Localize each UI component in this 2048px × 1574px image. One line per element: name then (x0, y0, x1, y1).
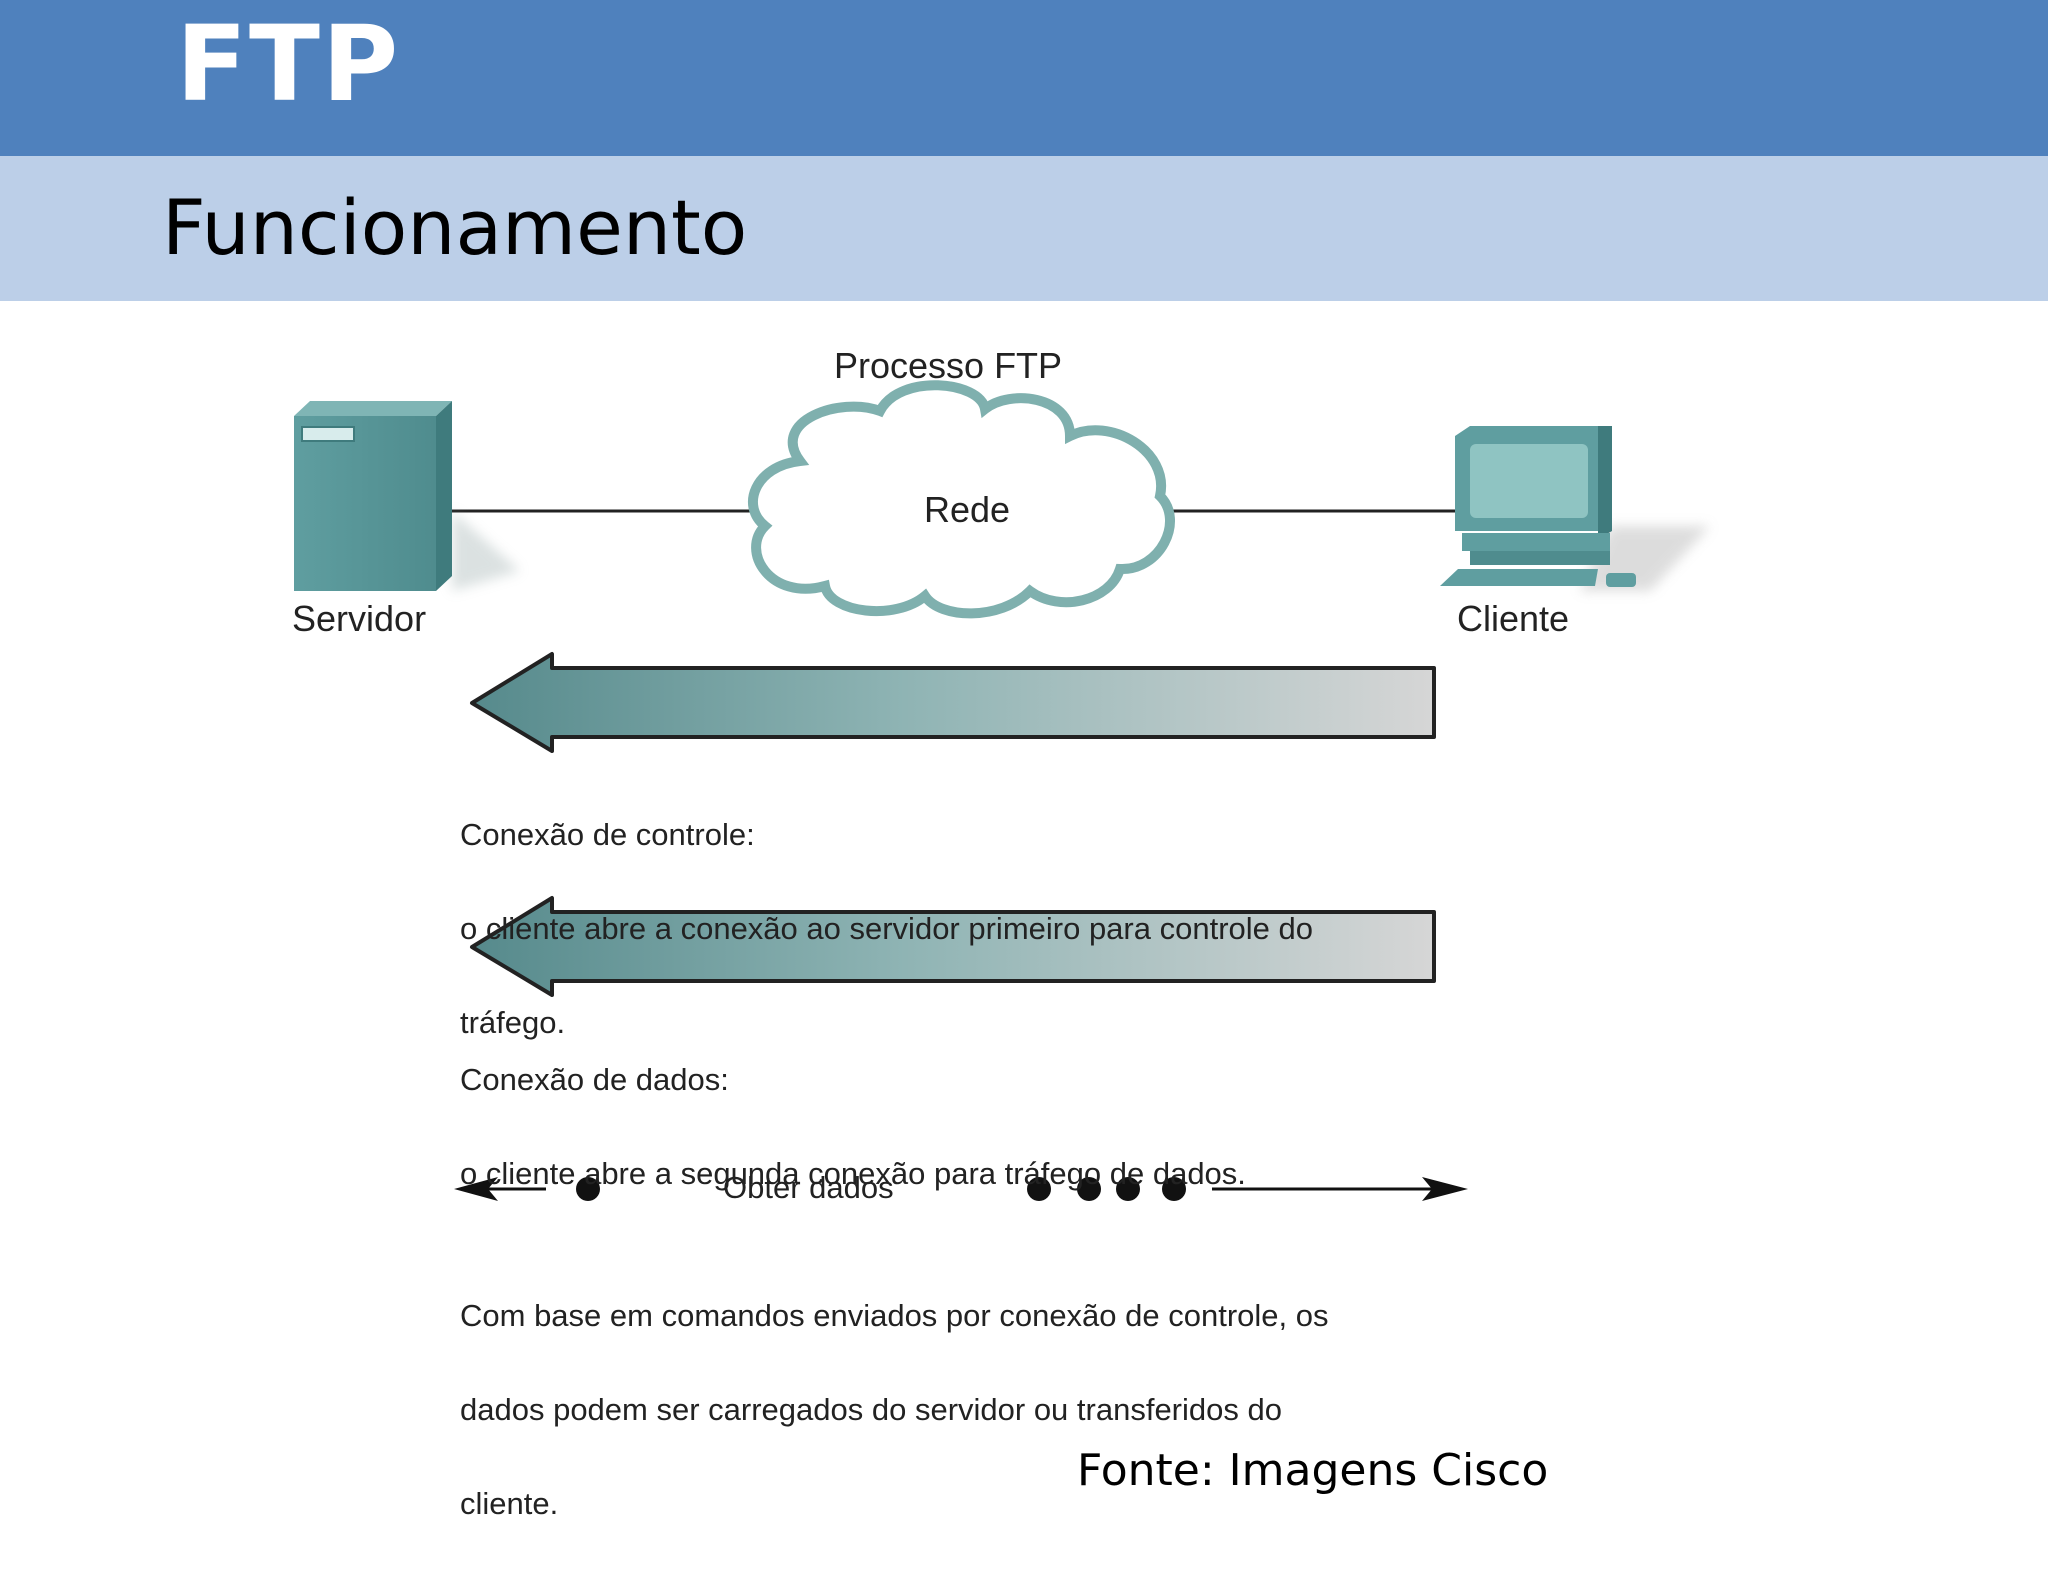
control-connection-line2: tráfego. (460, 1005, 566, 1040)
control-connection-arrow (470, 652, 1436, 753)
data-connection-heading: Conexão de dados: (460, 1062, 729, 1097)
server-label: Servidor (292, 598, 427, 639)
network-cloud-icon (748, 380, 1175, 619)
get-data-line1: Com base em comandos enviados por conexã… (460, 1298, 1329, 1333)
control-connection-heading: Conexão de controle: (460, 817, 755, 852)
data-connection-caption: Conexão de dados: o cliente abre a segun… (460, 1009, 1246, 1244)
data-dot (576, 1177, 600, 1201)
get-data-line3: cliente. (460, 1486, 559, 1521)
data-connection-line1: o cliente abre a segunda conexão para tr… (460, 1156, 1246, 1191)
data-connection-arrow (470, 896, 1436, 997)
client-computer-icon (1440, 426, 1710, 591)
get-data-caption: Com base em comandos enviados por conexã… (460, 1245, 1329, 1574)
server-icon (294, 401, 520, 591)
data-dot (1162, 1177, 1186, 1201)
slide-title: FTP (176, 3, 401, 125)
get-data-label: Obter dados (723, 1170, 894, 1205)
slide-subheader: Funcionamento (0, 156, 2048, 301)
data-dot (1077, 1177, 1101, 1201)
get-data-left-arrow (454, 1177, 546, 1201)
get-data-right-arrow (1212, 1177, 1468, 1201)
source-credit: Fonte: Imagens Cisco (1077, 1445, 1549, 1496)
slide-subtitle: Funcionamento (162, 183, 748, 272)
control-connection-caption: Conexão de controle: o cliente abre a co… (460, 764, 1313, 1093)
get-data-line2: dados podem ser carregados do servidor o… (460, 1392, 1282, 1427)
ftp-diagram (294, 380, 1710, 1201)
data-dot (1116, 1177, 1140, 1201)
slide-header: FTP (0, 0, 2048, 156)
data-dot (1027, 1177, 1051, 1201)
network-label: Rede (924, 489, 1011, 530)
process-title: Processo FTP (834, 345, 1063, 386)
client-label: Cliente (1457, 598, 1570, 639)
control-connection-line1: o cliente abre a conexão ao servidor pri… (460, 911, 1313, 946)
